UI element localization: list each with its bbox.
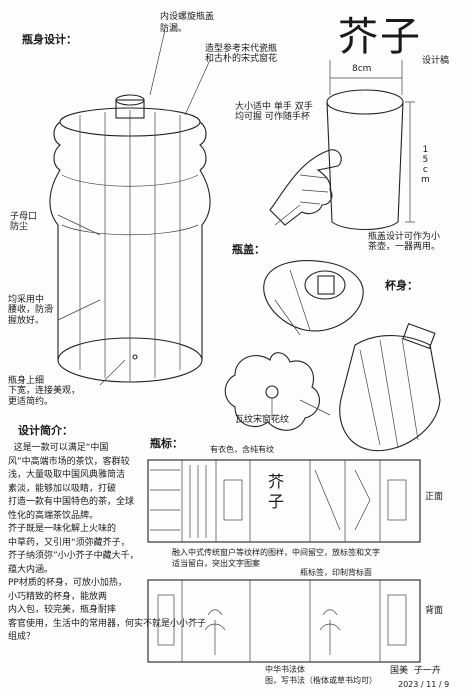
annotation-label-top: 有衣色，含纯有纹 bbox=[210, 445, 274, 454]
annotation-cap: 瓶盖设计可作为小 茶壶，一器两用。 bbox=[368, 232, 441, 253]
front-tag: 正面 bbox=[425, 492, 444, 502]
dimension-height: 15cm bbox=[420, 145, 431, 185]
section-label: 瓶标： bbox=[150, 437, 183, 450]
annotation-bottom: 瓶身上细 下宽，连接美观， 更适简约。 bbox=[8, 376, 81, 407]
product-subtitle: 设计稿 bbox=[422, 56, 450, 66]
annotation-label-bottom: 中华书法体 图，写书法（楷体或草书均可） bbox=[265, 665, 377, 685]
section-intro: 设计简介： bbox=[18, 424, 73, 437]
dimension-width: 8cm bbox=[352, 64, 372, 74]
section-bottle-design: 瓶身设计： bbox=[22, 33, 77, 46]
annotation-pattern: 子母口 防尘 bbox=[10, 212, 38, 233]
annotation-style: 造型参考宋代瓷瓶 和古朴的宋式窗花 bbox=[205, 44, 278, 65]
annotation-waist: 均采用中 腰收，防滑 握放好。 bbox=[8, 295, 54, 326]
signature: 国美 子一卉 bbox=[390, 666, 441, 676]
date: 2023 / 11 / 9 bbox=[398, 680, 450, 689]
front-label-strip bbox=[147, 459, 421, 543]
cup-sketch bbox=[326, 60, 415, 230]
annotation-cap-top2: 防漏。 bbox=[160, 24, 188, 34]
annotation-label-side: 瓶标签，印制背标面 bbox=[300, 568, 372, 577]
annotation-size: 大小适中 单手 双手 均可握 可作随手杯 bbox=[235, 102, 313, 123]
back-tag: 背面 bbox=[425, 606, 444, 616]
product-title: 芥子 bbox=[338, 14, 422, 60]
annotation-label-mid: 融入中式传统窗户等纹样的图样，中间留空，放标签和文字 适当留白，突出文字图案 bbox=[172, 548, 380, 568]
intro-text: 这是一款可以满足“中国 风”中高端市场的茶饮，客群较 浅，大量吸取中国风典雅简洁… bbox=[8, 443, 207, 642]
label-center-text: 芥 子 bbox=[268, 472, 285, 511]
tilted-bottle-sketch bbox=[339, 322, 441, 452]
back-label-strip bbox=[147, 579, 421, 663]
main-bottle-sketch bbox=[49, 94, 211, 383]
section-body: 杯身： bbox=[385, 279, 418, 292]
window-flower-sketch bbox=[224, 352, 321, 431]
hand-sketch bbox=[269, 149, 342, 226]
section-cap: 瓶盖： bbox=[232, 243, 265, 256]
annotation-window: 瓦纹宋窗花纹 bbox=[235, 415, 290, 425]
annotation-cap-top: 内设螺旋瓶盖 bbox=[160, 12, 215, 22]
cap-sketch bbox=[263, 260, 364, 336]
